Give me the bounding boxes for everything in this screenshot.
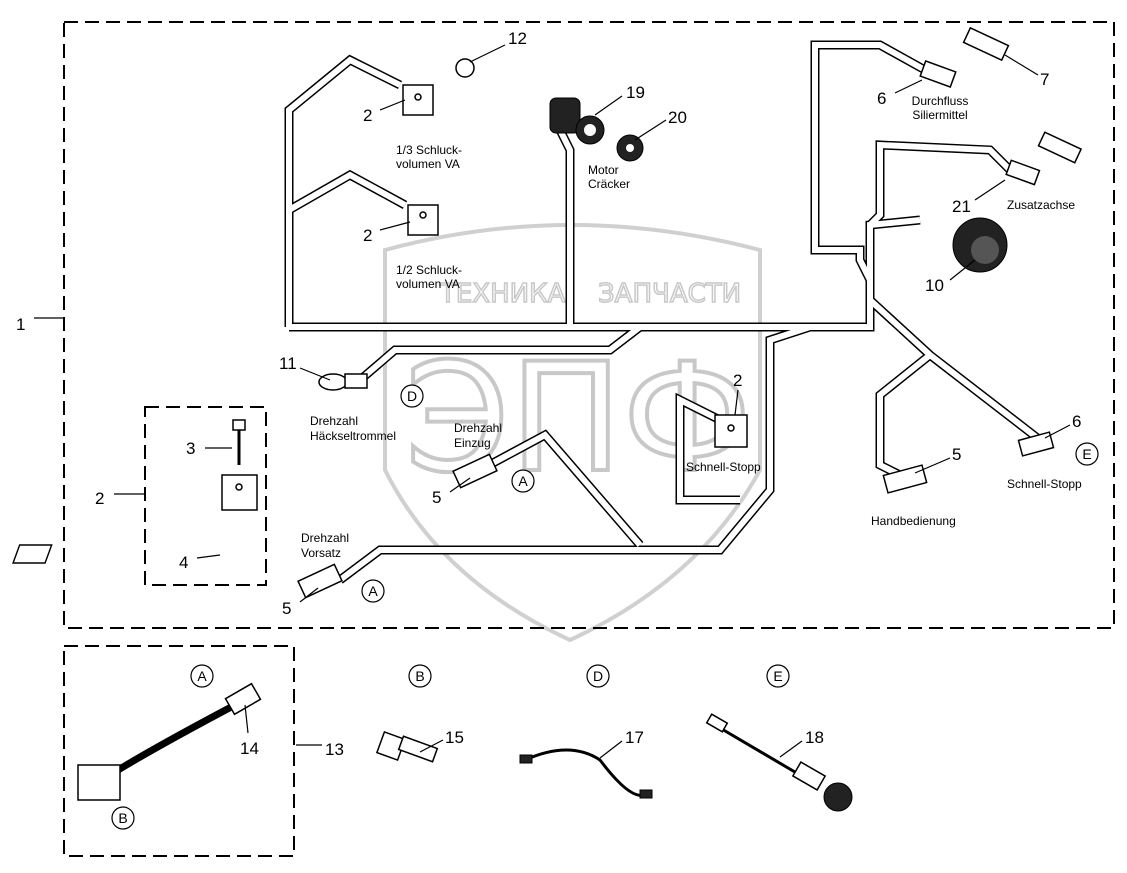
callout-12: 12 [508,29,527,48]
svg-text:B: B [415,668,424,684]
callout-21: 21 [952,197,971,216]
reference-letter-d: D [400,384,424,408]
main-assembly-box [63,21,1115,629]
gasket-icon [12,544,53,564]
callout-19: 19 [626,83,645,102]
svg-text:A: A [518,473,528,489]
reference-letter-a: A [190,664,214,688]
svg-text:D: D [593,668,603,684]
callout-10: 10 [925,276,944,295]
watermark-text: ЗАПЧАСТИ [598,279,741,309]
label-drehzahl-haeckseltrommel: Häckseltrommel [310,429,396,443]
round-connector-icon [549,97,605,145]
label-drehzahl-vorsatz: Drehzahl [301,531,349,545]
callout-11: 11 [279,354,297,373]
svg-text:B: B [118,810,127,826]
callout-1: 1 [16,315,25,334]
label-drehzahl-einzug: Drehzahl [454,421,502,435]
callout-2: 2 [95,489,104,508]
callout-5: 5 [282,599,291,618]
callout-20: 20 [668,108,687,127]
callout-2: 2 [733,371,742,390]
reference-letter-a: A [361,579,385,603]
reference-letter-b: B [111,806,135,830]
sensor-cable-icon [519,748,653,799]
svg-text:A: A [197,668,207,684]
connector-icon [452,453,498,489]
callout-5: 5 [952,445,961,464]
svg-text:E: E [773,668,782,684]
switch-cable-icon [705,713,853,812]
callout-4: 4 [179,553,188,572]
connector-icon [919,60,957,88]
label-drehzahl-vorsatz: Vorsatz [301,546,341,560]
round-connector-icon [952,217,1008,273]
callout-13: 13 [325,740,344,759]
callout-15: 15 [445,728,464,747]
connector-icon [1017,431,1055,457]
svg-text:A: A [368,583,378,599]
cap-icon [616,134,644,162]
sensor-connector-icon [318,373,368,391]
reference-letter-e: E [766,664,790,688]
solenoid-connector-icon [402,84,434,116]
label-drehzahl-einzug: Einzug [454,436,491,450]
reference-letter-a: A [511,469,535,493]
callout-17: 17 [625,728,644,747]
label-schnell-stopp: Schnell-Stopp [686,460,761,474]
callout-2: 2 [363,226,372,245]
label-schluckvolumen-1-3: 1/3 Schluck- [396,143,462,157]
connector-icon [1005,159,1041,186]
reference-letter-e: E [1075,442,1099,466]
bolt-icon [375,730,439,763]
reference-letter-b: B [408,664,432,688]
callout-3: 3 [186,439,195,458]
adapter-cable-icon [77,682,262,801]
label-schnell-stopp: Schnell-Stopp [1007,477,1082,491]
watermark-text: ТЕХНИКА [439,279,566,309]
label-durchfluss: Siliermittel [912,108,967,122]
label-motor-cracker: Cräcker [588,177,630,191]
label-zusatzachse: Zusatzachse [1007,198,1075,212]
connector-icon [297,563,343,599]
label-handbedienung: Handbedienung [871,514,956,528]
adapter-kit-box [63,645,295,857]
solenoid-connector-icon [714,414,748,448]
label-drehzahl-haeckseltrommel: Drehzahl [310,414,358,428]
label-motor-cracker: Motor [588,163,619,177]
label-schluckvolumen-1-3: volumen VA [396,157,460,171]
label-schluckvolumen-1-2: 1/2 Schluck- [396,263,462,277]
solenoid-connector-icon [407,204,439,236]
callout-7: 7 [1040,70,1049,89]
label-schluckvolumen-1-2: volumen VA [396,277,460,291]
svg-text:D: D [407,388,417,404]
callout-2: 2 [363,106,372,125]
leader-lines [34,44,1071,759]
callout-6: 6 [877,89,886,108]
callout-14: 14 [240,739,259,758]
callout-6: 6 [1072,412,1081,431]
connector-icon [1037,131,1083,164]
label-durchfluss: Durchfluss [912,94,969,108]
plug-icon [455,58,475,78]
screw-icon [232,419,246,465]
reference-letter-d: D [586,664,610,688]
solenoid-kit-box [144,406,267,586]
harness-cables [284,40,1043,584]
callout-5: 5 [432,488,441,507]
callout-18: 18 [805,728,824,747]
solenoid-connector-icon [221,474,258,511]
connector-icon [962,26,1010,62]
svg-text:E: E [1082,446,1091,462]
